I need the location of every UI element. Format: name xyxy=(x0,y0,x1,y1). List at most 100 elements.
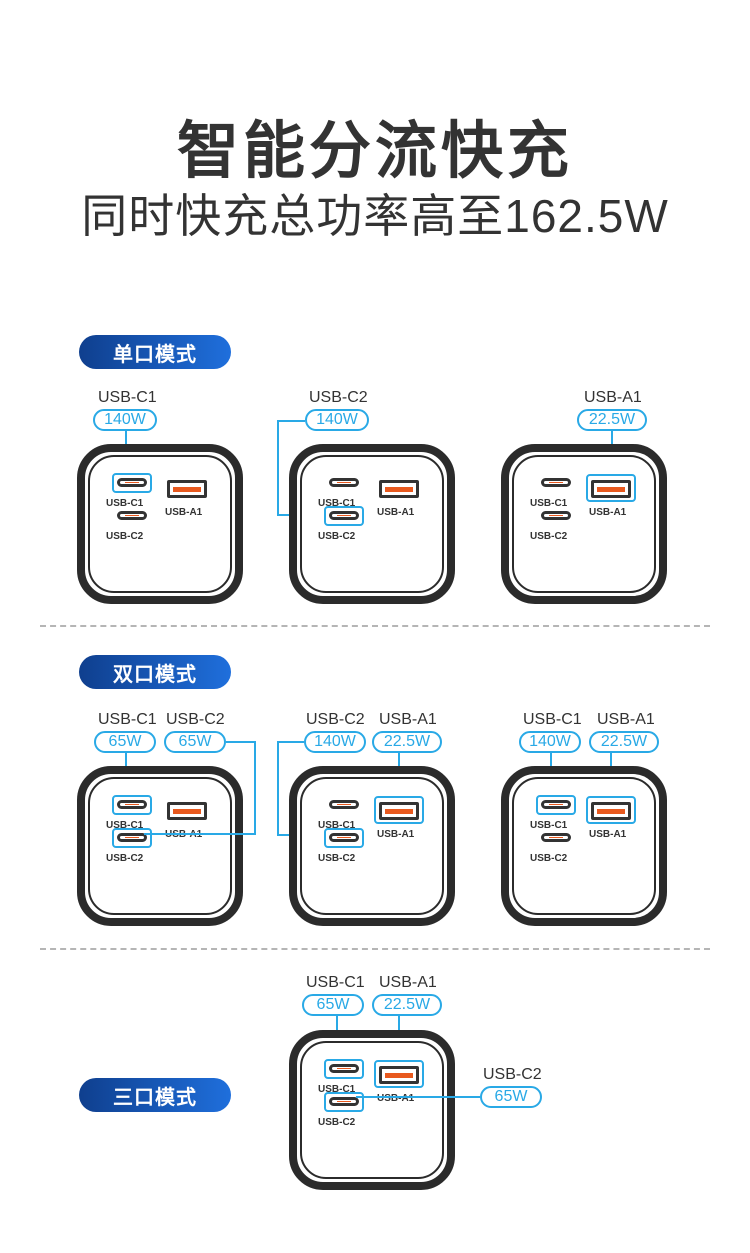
mode-badge-triple: 三口模式 xyxy=(79,1078,231,1112)
charger-triple: USB-C1 USB-C2 USB-A1 xyxy=(289,1030,455,1190)
port-name-c2: USB-C2 xyxy=(306,711,365,728)
power-pill-c1: 140W xyxy=(93,409,157,431)
page-title: 智能分流快充 xyxy=(176,117,573,186)
port-name-a1: USB-A1 xyxy=(379,974,437,991)
port-highlight xyxy=(374,796,424,824)
port-highlight xyxy=(112,828,152,848)
usb-c2-port-icon xyxy=(541,511,571,520)
section-divider xyxy=(40,625,710,627)
power-pill-a1: 22.5W xyxy=(589,731,659,753)
usb-a1-port-icon xyxy=(379,1066,419,1084)
connector-line xyxy=(254,741,256,835)
port-highlight xyxy=(586,796,636,824)
port-label-c1: USB-C1 xyxy=(318,820,356,831)
port-highlight xyxy=(112,473,152,493)
charger-single-a1: USB-C1 USB-C2 USB-A1 xyxy=(501,444,667,604)
port-label-c2: USB-C2 xyxy=(318,531,356,542)
connector-line xyxy=(277,420,279,516)
usb-c2-port-icon xyxy=(329,511,359,520)
usb-a1-port-icon xyxy=(591,802,631,820)
usb-c1-port-icon xyxy=(117,800,147,809)
port-label-c2: USB-C2 xyxy=(106,853,144,864)
power-pill-c2: 140W xyxy=(304,731,366,753)
usb-c1-port-icon xyxy=(541,478,571,487)
charger-dual-c1-a1: USB-C1 USB-C2 USB-A1 xyxy=(501,766,667,926)
power-pill-a1: 22.5W xyxy=(372,731,442,753)
port-label-c1: USB-C1 xyxy=(106,820,144,831)
connector-line xyxy=(144,833,256,835)
power-pill-c2: 65W xyxy=(164,731,226,753)
port-highlight xyxy=(536,795,576,815)
power-pill-c2: 140W xyxy=(305,409,369,431)
charger-single-c1: USB-C1 USB-C2 USB-A1 xyxy=(77,444,243,604)
mode-badge-single: 单口模式 xyxy=(79,335,231,369)
port-label-c2: USB-C2 xyxy=(530,531,568,542)
port-label-c1: USB-C1 xyxy=(318,498,356,509)
charger-inner xyxy=(88,777,232,915)
usb-c2-port-icon xyxy=(541,833,571,842)
port-name-a1: USB-A1 xyxy=(379,711,437,728)
usb-c1-port-icon xyxy=(329,1064,359,1073)
port-name-c1: USB-C1 xyxy=(98,389,157,406)
charger-inner xyxy=(300,1041,444,1179)
port-name-c1: USB-C1 xyxy=(523,711,582,728)
connector-line xyxy=(277,741,279,836)
usb-c1-port-icon xyxy=(541,800,571,809)
connector-line xyxy=(226,741,256,743)
port-highlight xyxy=(324,1059,364,1079)
port-highlight xyxy=(374,1060,424,1088)
port-label-c1: USB-C1 xyxy=(106,498,144,509)
port-label-c2: USB-C2 xyxy=(106,531,144,542)
charger-inner xyxy=(512,777,656,915)
usb-c2-port-icon xyxy=(117,833,147,842)
connector-line xyxy=(277,741,304,743)
usb-a1-port-icon xyxy=(379,802,419,820)
power-pill-c1: 65W xyxy=(302,994,364,1016)
usb-a1-port-icon xyxy=(167,802,207,820)
page-subtitle: 同时快充总功率高至162.5W xyxy=(81,190,669,242)
power-pill-c1: 65W xyxy=(94,731,156,753)
port-name-a1: USB-A1 xyxy=(584,389,642,406)
port-label-c1: USB-C1 xyxy=(318,1084,356,1095)
port-highlight xyxy=(586,474,636,502)
port-name-c1: USB-C1 xyxy=(98,711,157,728)
charger-inner xyxy=(88,455,232,593)
charger-single-c2: USB-C1 USB-C2 USB-A1 xyxy=(289,444,455,604)
port-label-c2: USB-C2 xyxy=(318,853,356,864)
port-label-a1: USB-A1 xyxy=(589,829,627,840)
usb-a1-port-icon xyxy=(379,480,419,498)
power-pill-a1: 22.5W xyxy=(577,409,647,431)
port-highlight xyxy=(324,828,364,848)
port-label-a1: USB-A1 xyxy=(377,829,415,840)
usb-a1-port-icon xyxy=(591,480,631,498)
port-highlight xyxy=(324,1092,364,1112)
usb-c1-port-icon xyxy=(329,800,359,809)
charger-dual-c2-a1: USB-C1 USB-C2 USB-A1 xyxy=(289,766,455,926)
port-label-c1: USB-C1 xyxy=(530,498,568,509)
port-label-c1: USB-C1 xyxy=(530,820,568,831)
power-pill-a1: 22.5W xyxy=(372,994,442,1016)
charger-inner xyxy=(300,455,444,593)
port-name-c2: USB-C2 xyxy=(309,389,368,406)
port-label-a1: USB-A1 xyxy=(165,507,203,518)
charger-dual-c1-c2: USB-C1 USB-C2 USB-A1 xyxy=(77,766,243,926)
power-pill-c1: 140W xyxy=(519,731,581,753)
usb-c2-port-icon xyxy=(329,833,359,842)
usb-c2-port-icon xyxy=(329,1097,359,1106)
charger-inner xyxy=(512,455,656,593)
port-name-c2: USB-C2 xyxy=(483,1066,542,1083)
port-label-a1: USB-A1 xyxy=(377,1093,415,1104)
port-highlight xyxy=(324,506,364,526)
usb-c2-port-icon xyxy=(117,511,147,520)
port-label-c2: USB-C2 xyxy=(318,1117,356,1128)
connector-line xyxy=(277,420,305,422)
power-pill-c2: 65W xyxy=(480,1086,542,1108)
charger-inner xyxy=(300,777,444,915)
usb-c1-port-icon xyxy=(329,478,359,487)
port-label-c2: USB-C2 xyxy=(530,853,568,864)
section-divider xyxy=(40,948,710,950)
usb-c1-port-icon xyxy=(117,478,147,487)
mode-badge-dual: 双口模式 xyxy=(79,655,231,689)
port-name-c2: USB-C2 xyxy=(166,711,225,728)
usb-a1-port-icon xyxy=(167,480,207,498)
